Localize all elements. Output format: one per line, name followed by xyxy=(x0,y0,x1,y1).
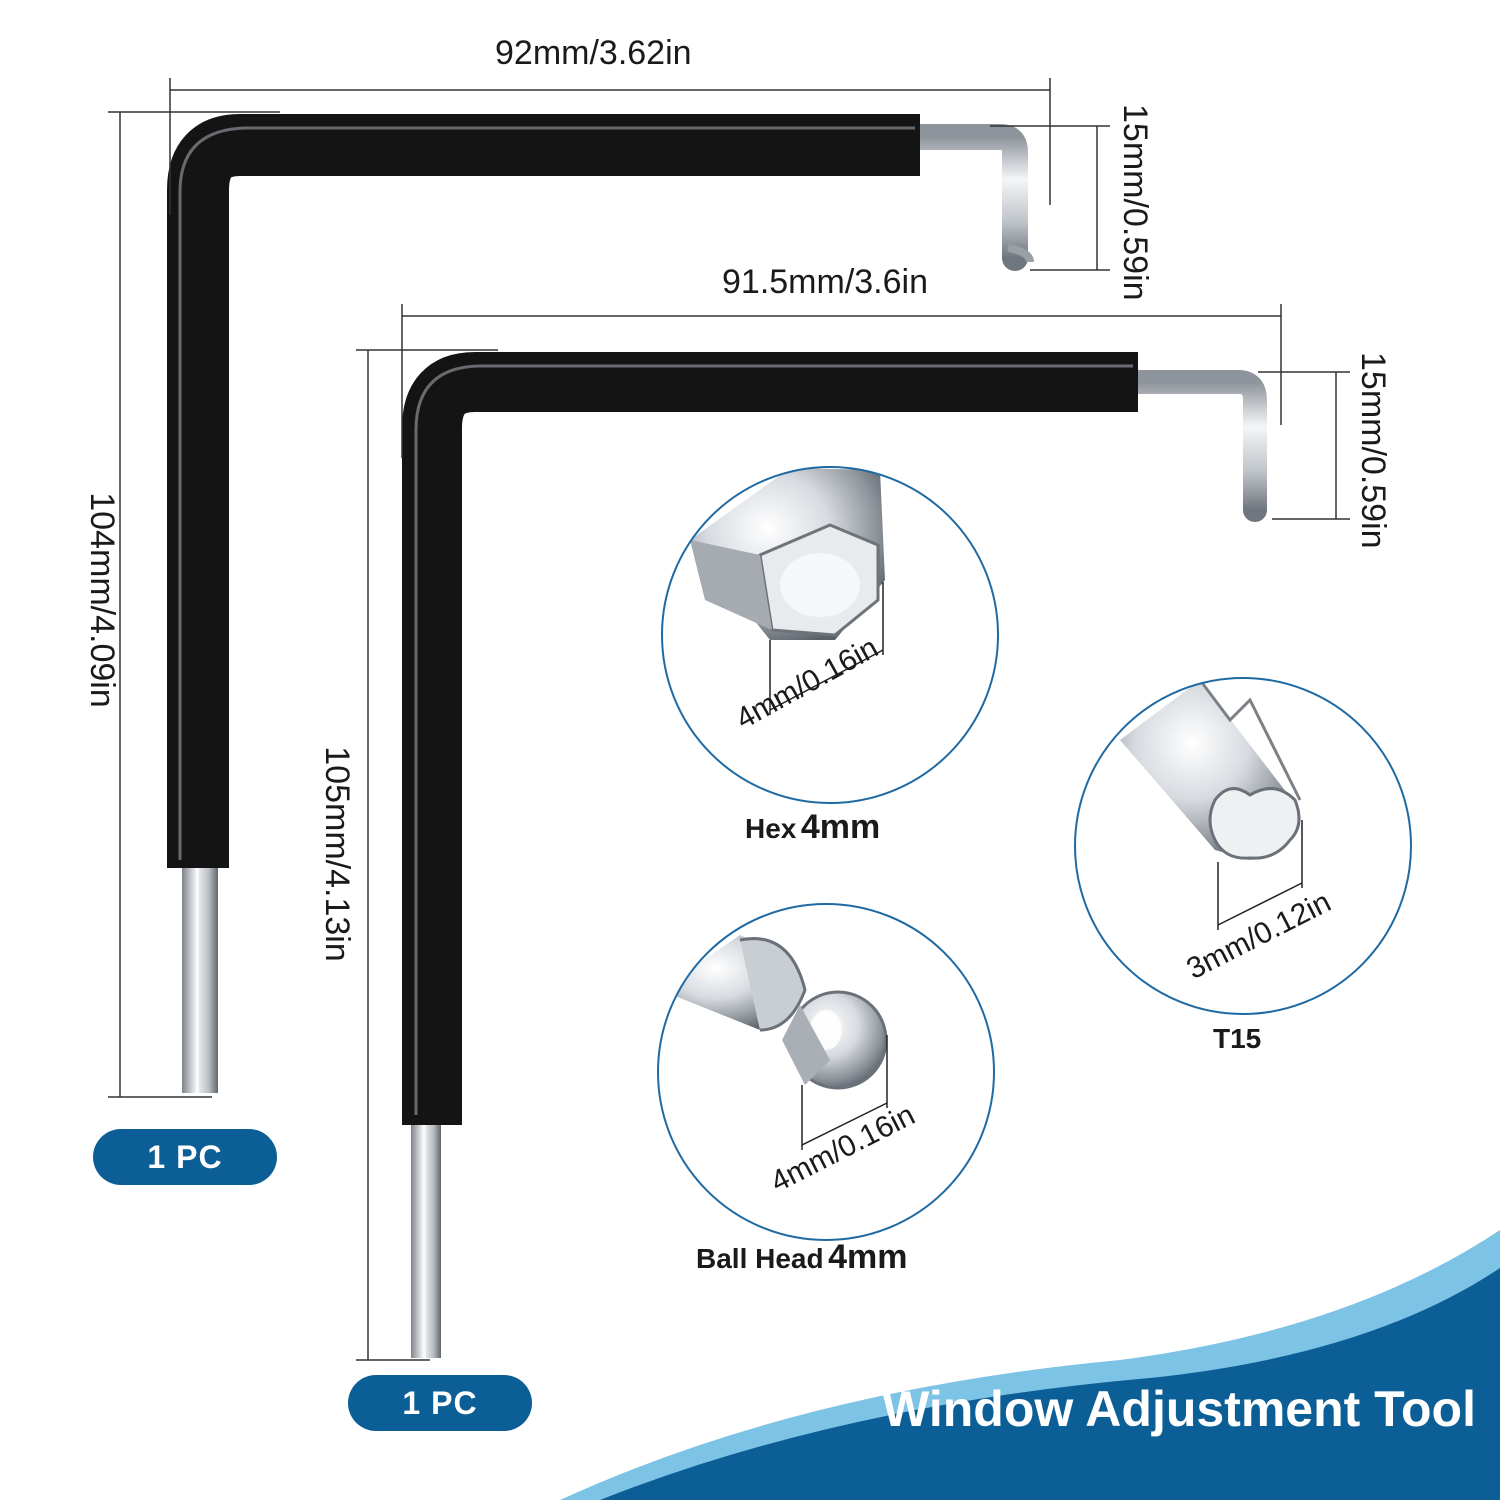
hex-tip-icon xyxy=(690,468,885,640)
tool1-height-label: 104mm/4.09in xyxy=(83,492,121,708)
tool1-width-label: 92mm/3.62in xyxy=(495,34,692,72)
ball-caption-name: Ball Head xyxy=(696,1243,824,1274)
banner-wave xyxy=(600,1268,1500,1500)
ball-tip-icon xyxy=(660,935,888,1090)
tool1-tip-label: 15mm/0.59in xyxy=(1116,104,1154,301)
hex-caption-size: 4mm xyxy=(800,808,881,846)
hex-detail-zoom xyxy=(661,466,999,804)
dimension-lines xyxy=(108,78,1350,1361)
torx-caption-name: T15 xyxy=(1213,1023,1262,1054)
tool2-tip-label: 15mm/0.59in xyxy=(1354,352,1392,549)
wrench-1-hex-tip-bottom xyxy=(182,865,218,1093)
wrench-2-torx-tip-top xyxy=(1123,370,1267,522)
tool2-height-label: 105mm/4.13in xyxy=(318,746,356,962)
banner-title: Window Adjustment Tool xyxy=(882,1381,1476,1437)
torx-caption: T15 xyxy=(1213,1023,1261,1055)
wrench-1-handle xyxy=(167,114,920,868)
torx-detail-zoom xyxy=(1074,677,1412,1015)
wrench-1-hex-tip-top xyxy=(907,124,1028,271)
ball-detail-zoom xyxy=(657,903,995,1241)
tool2-quantity-badge: 1 PC xyxy=(348,1375,532,1431)
tool2-width-label: 91.5mm/3.6in xyxy=(722,263,928,301)
hex-caption-name: Hex xyxy=(745,813,797,844)
wrench-2-handle xyxy=(402,352,1138,1125)
tool1-quantity-badge: 1 PC xyxy=(93,1129,277,1185)
ball-caption: Ball Head 4mm xyxy=(696,1238,907,1277)
hex-caption: Hex 4mm xyxy=(745,808,880,847)
torx-tip-icon xyxy=(1120,679,1302,860)
wrench-2 xyxy=(402,352,1267,1358)
ball-caption-size: 4mm xyxy=(828,1238,908,1276)
wrench-1 xyxy=(167,114,1034,1093)
